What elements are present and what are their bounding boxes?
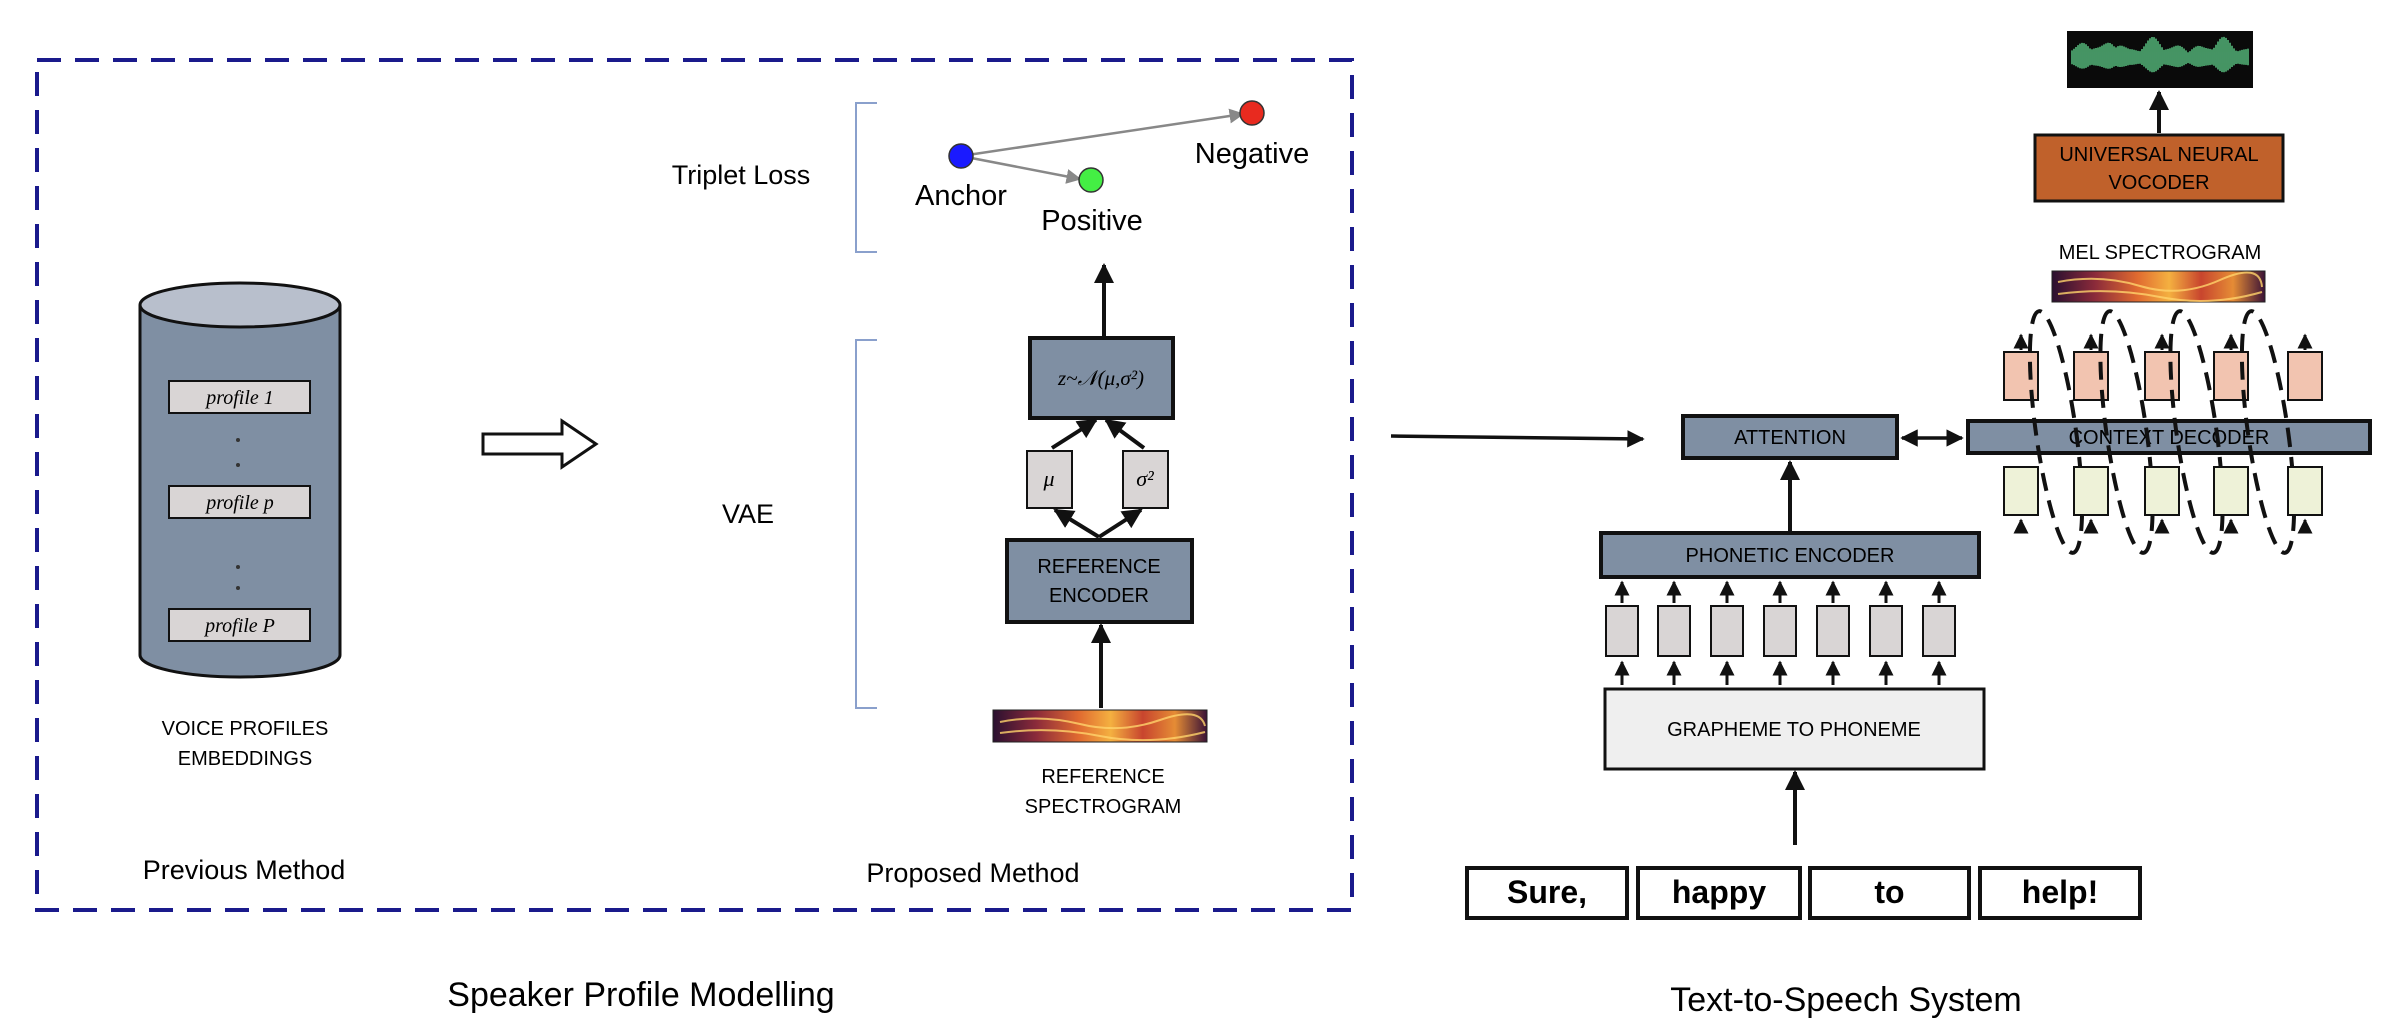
encoder-to-sigma-arrow: [1097, 508, 1143, 539]
anchor-to-positive-arrow: [960, 154, 1082, 184]
profile-label-P: profile P: [203, 615, 275, 637]
decoder-input-frame: [2287, 466, 2323, 516]
vocoder-label: UNIVERSAL NEURAL: [2059, 144, 2258, 166]
vocoder-block: [2033, 133, 2285, 203]
ellipsis-dot: [236, 438, 240, 442]
autoregressive-loop: [2239, 309, 2297, 555]
vocoder-label: VOCODER: [2108, 172, 2209, 194]
decoder-input-frame: [2073, 466, 2109, 516]
phoneme-unit: [1605, 605, 1639, 657]
profile-box-1: [168, 380, 311, 414]
reference-encoder-block: [1005, 538, 1194, 624]
waveform-trace: [2071, 36, 2249, 73]
positive-point: [1078, 167, 1104, 193]
encoder-to-mu-arrow: [1053, 508, 1101, 539]
phoneme-unit: [1710, 605, 1744, 657]
speaker-profile-dashed-frame: [35, 58, 1354, 912]
profile-label-p: profile p: [204, 492, 274, 514]
autoregressive-loop: [2168, 309, 2225, 555]
phoneme-unit: [1922, 605, 1956, 657]
anchor-point: [948, 143, 974, 169]
reference-encoder-label: REFERENCE: [1037, 556, 1160, 578]
phonetic-encoder-block: [1599, 531, 1981, 579]
phoneme-unit: [1657, 605, 1691, 657]
triplet-loss-bracket: [855, 102, 877, 253]
anchor-label: Anchor: [915, 180, 1007, 212]
speaker-profile-modelling-caption: Speaker Profile Modelling: [447, 976, 834, 1014]
mu-to-latent-arrow: [1050, 418, 1098, 450]
ellipsis-dot: [236, 565, 240, 569]
previous-method-label: Previous Method: [143, 855, 346, 885]
triplet-loss-label: Triplet Loss: [672, 160, 811, 190]
g2p-block: [1603, 687, 1986, 771]
reference-encoder-label: ENCODER: [1049, 585, 1149, 607]
decoder-output-frame: [2287, 351, 2323, 401]
word-label: to: [1874, 874, 1904, 910]
phonetic-encoder-label: PHONETIC ENCODER: [1686, 545, 1895, 567]
mu-box: [1026, 450, 1073, 509]
mel-spectrogram-label: MEL SPECTROGRAM: [2059, 242, 2262, 264]
vae-label: VAE: [722, 499, 774, 529]
voice-profiles-label: EMBEDDINGS: [178, 748, 312, 770]
phoneme-unit: [1763, 605, 1797, 657]
decoder-input-frame: [2144, 466, 2180, 516]
hollow-arrow-icon: [481, 418, 599, 470]
input-text-group: Sure, happy to help!: [1465, 866, 2142, 920]
negative-label: Negative: [1195, 138, 1309, 170]
attention-label: ATTENTION: [1734, 427, 1846, 449]
word-box: [1636, 866, 1802, 920]
profile-label-1: profile 1: [204, 387, 274, 409]
speaker-embedding-to-attention-arrow: [1390, 430, 1645, 448]
mu-label: μ: [1042, 466, 1054, 491]
sigma-box: [1122, 450, 1169, 509]
sigma-to-latent-arrow: [1104, 418, 1146, 450]
word-label: help!: [2022, 874, 2098, 910]
context-decoder-label: CONTEXT DECODER: [2069, 427, 2270, 449]
decoder-input-frame: [2213, 466, 2249, 516]
phoneme-unit: [1816, 605, 1850, 657]
ellipsis-dot: [236, 463, 240, 467]
voice-profiles-label: VOICE PROFILES: [162, 718, 329, 740]
latent-z-formula: z~𝒩(μ,σ²): [1057, 366, 1144, 390]
positive-label: Positive: [1041, 205, 1143, 237]
attention-block: [1681, 414, 1899, 460]
waveform-path: [2071, 36, 2249, 73]
reference-spectrogram-label: REFERENCE: [1041, 766, 1164, 788]
reference-spectrogram-label: SPECTROGRAM: [1025, 796, 1182, 818]
mel-spectrogram-harmonics: [2057, 271, 2263, 302]
decoder-input-frame: [2003, 466, 2039, 516]
profile-box-p: [168, 485, 311, 519]
word-box: [1465, 866, 1629, 920]
spectrogram-harmonics: [999, 713, 1206, 742]
autoregressive-loop: [2027, 309, 2085, 555]
sigma-label: σ²: [1136, 466, 1154, 491]
negative-point: [1239, 100, 1265, 126]
profile-box-P: [168, 608, 311, 642]
word-label: Sure,: [1507, 874, 1587, 910]
word-box: [1808, 866, 1971, 920]
phoneme-units-group: [1605, 580, 1956, 685]
proposed-method-label: Proposed Method: [866, 858, 1079, 888]
g2p-label: GRAPHEME TO PHONEME: [1667, 719, 1921, 741]
tts-system-caption: Text-to-Speech System: [1670, 981, 2021, 1019]
latent-z-block: [1028, 336, 1175, 420]
autoregressive-loop: [2098, 309, 2155, 555]
vae-bracket: [855, 339, 877, 709]
word-label: happy: [1672, 874, 1766, 910]
anchor-to-negative-arrow: [960, 108, 1245, 158]
ellipsis-dot: [236, 586, 240, 590]
decoder-units-group: [2003, 309, 2323, 555]
word-box: [1978, 866, 2142, 920]
phoneme-unit: [1869, 605, 1903, 657]
